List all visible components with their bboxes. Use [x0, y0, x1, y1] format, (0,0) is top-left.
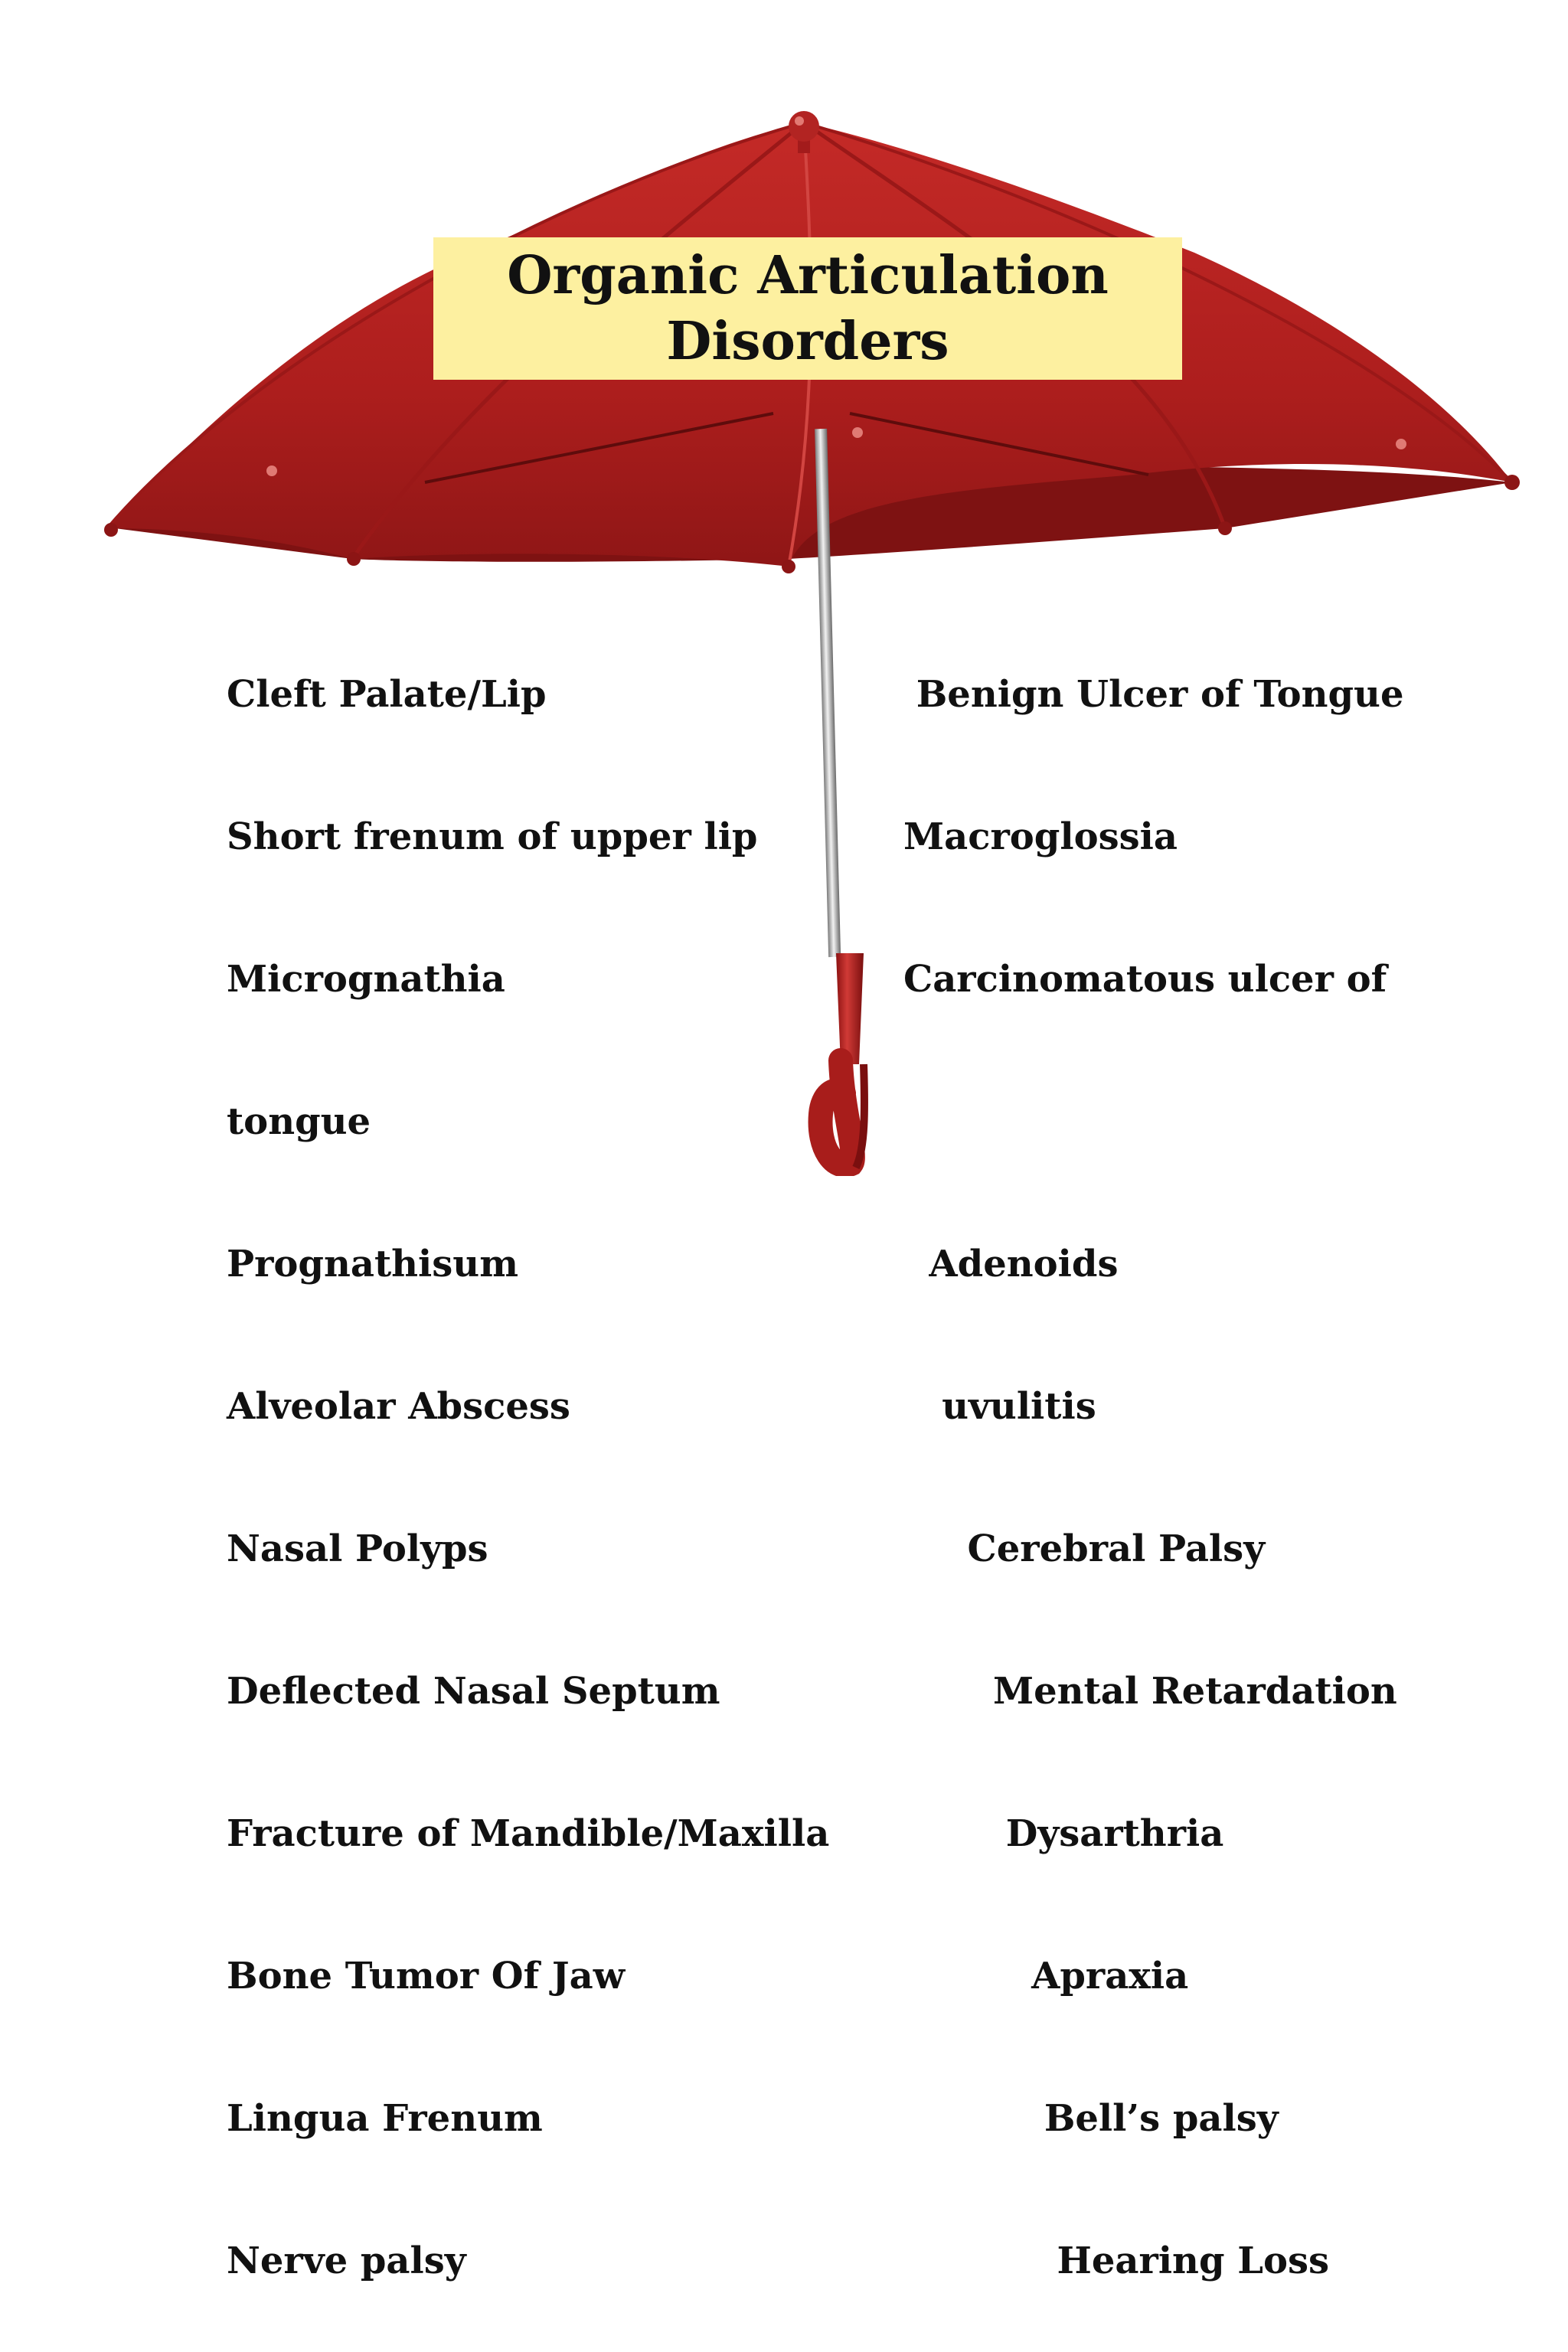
list-item: Micrognathia	[227, 958, 505, 1001]
list-item: Nasal Polyps	[227, 1527, 488, 1570]
list-item: Prognathisum	[227, 1243, 518, 1285]
list-item: Apraxia	[903, 1955, 1189, 1998]
umbrella-tip	[789, 111, 819, 153]
left-disorder-list: Cleft Palate/Lip Short frenum of upper l…	[227, 576, 829, 2352]
title-line-2: Disorders	[666, 311, 949, 372]
list-item: Benign Ulcer of Tongue	[903, 673, 1404, 716]
slide: Organic Articulation Disorders Cleft Pal…	[104, 111, 1520, 2282]
list-item	[903, 1098, 1403, 1145]
list-item: Adenoids	[903, 1243, 1119, 1285]
list-item: uvulitis	[903, 1385, 1096, 1428]
umbrella-shaft	[815, 428, 841, 958]
list-item: Bone Tumor Of Jaw	[227, 1955, 626, 1998]
list-item: Alveolar Abscess	[227, 1385, 570, 1428]
list-item: tongue	[227, 1100, 371, 1143]
list-item: Bell’s palsy	[903, 2097, 1279, 2140]
list-item: Carcinomatous ulcer of	[903, 958, 1387, 1001]
list-item: Fracture of Mandible/Maxilla	[227, 1812, 830, 1855]
list-item: Hearing Loss	[903, 2239, 1330, 2282]
list-item: Cerebral Palsy	[903, 1527, 1266, 1570]
list-item: Dysarthria	[903, 1812, 1224, 1855]
title-banner: Organic Articulation Disorders	[433, 237, 1182, 380]
list-item: Macroglossia	[903, 815, 1178, 858]
umbrella-handle	[808, 953, 868, 1176]
list-item: Mental Retardation	[903, 1670, 1397, 1713]
title-line-1: Organic Articulation	[507, 245, 1109, 306]
list-item: Cleft Palate/Lip	[227, 673, 547, 716]
list-item: Nerve palsy	[227, 2239, 466, 2282]
list-item: Lingua Frenum	[227, 2097, 543, 2140]
list-item: Short frenum of upper lip	[227, 815, 758, 858]
right-disorder-list: Benign Ulcer of Tongue Macroglossia Carc…	[903, 576, 1403, 2352]
list-item: Deflected Nasal Septum	[227, 1670, 720, 1713]
